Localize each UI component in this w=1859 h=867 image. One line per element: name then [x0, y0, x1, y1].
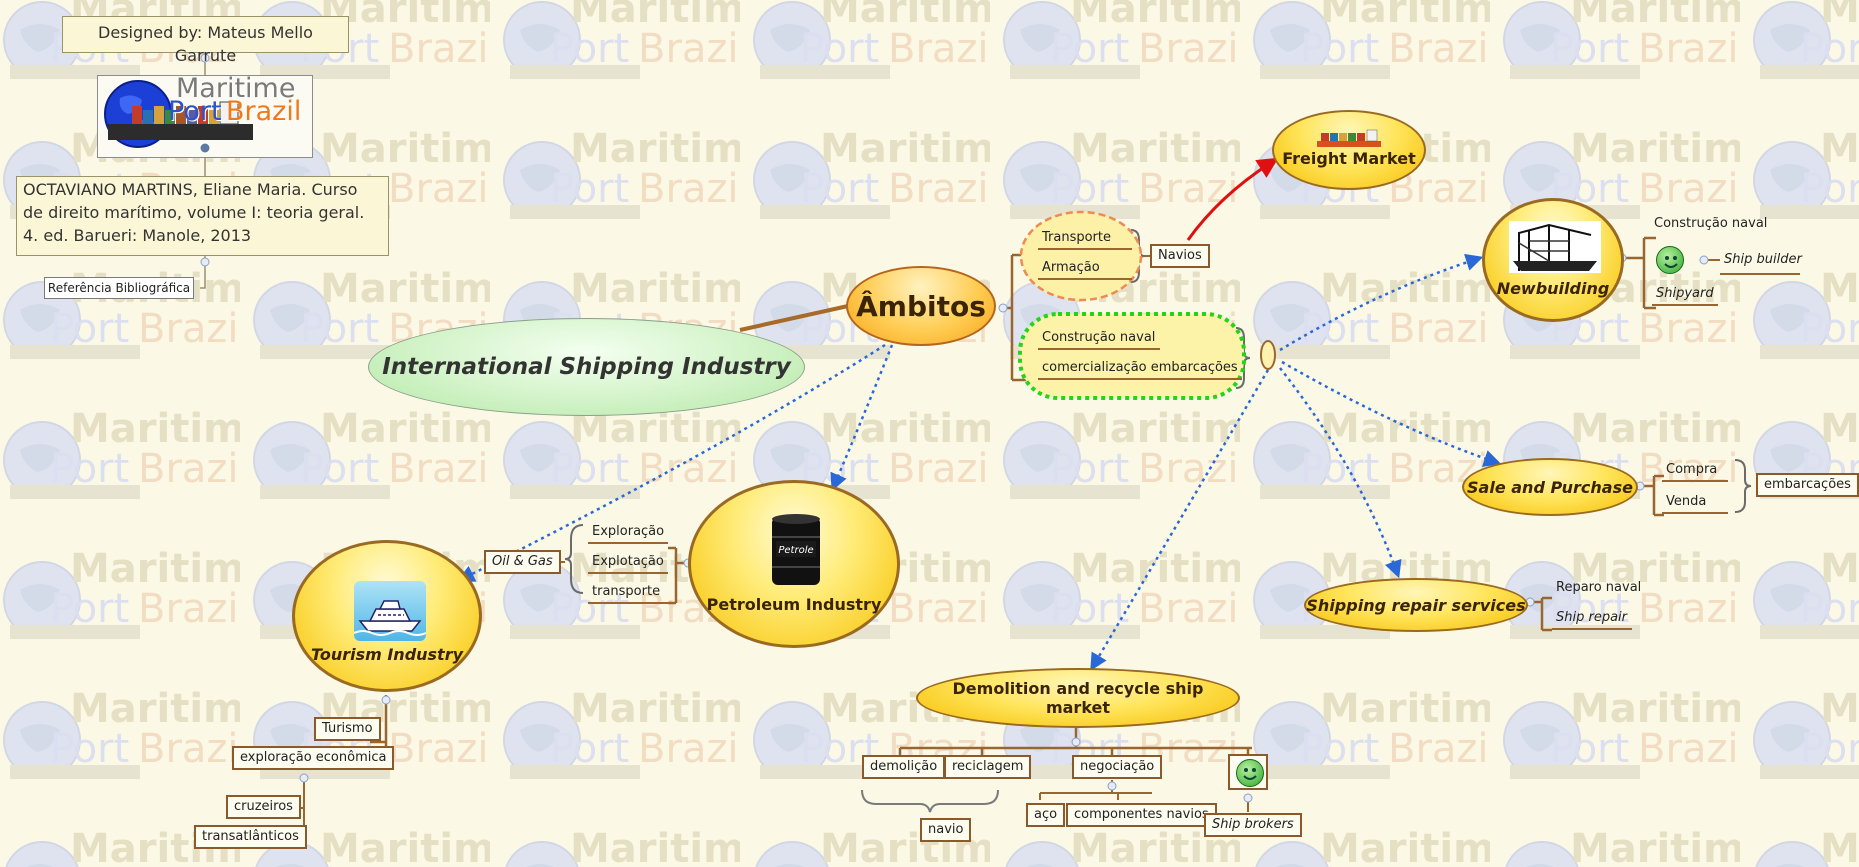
- sale-venda[interactable]: Venda: [1662, 494, 1728, 514]
- maritime-port-brazil-logo: Maritime Port Brazil: [97, 73, 313, 158]
- turismo-tag[interactable]: Turismo: [314, 717, 381, 741]
- central-topic[interactable]: International Shipping Industry: [368, 318, 805, 416]
- aco-tag[interactable]: aço: [1026, 803, 1066, 827]
- smiley-icon: [1236, 759, 1264, 787]
- sale-compra[interactable]: Compra: [1662, 462, 1728, 482]
- navios-tag[interactable]: Navios: [1150, 244, 1210, 268]
- newbuilding-title: Newbuilding: [1496, 279, 1610, 298]
- ambitos-armacao[interactable]: Armação: [1038, 260, 1132, 280]
- oil-barrel-icon: Petrole: [772, 514, 820, 585]
- cruzeiros-tag[interactable]: cruzeiros: [226, 795, 301, 819]
- embarcacoes-tag[interactable]: embarcações: [1756, 473, 1859, 497]
- green-cloud-boundary: [1018, 312, 1246, 400]
- salmon-cloud-boundary: [1019, 210, 1143, 302]
- shipping-repair-title: Shipping repair services: [1306, 595, 1526, 615]
- tourism-node[interactable]: Tourism Industry: [292, 540, 482, 692]
- ambitos-node[interactable]: Âmbitos: [846, 266, 996, 346]
- repair-reparo-naval[interactable]: Reparo naval: [1556, 580, 1642, 595]
- barrel-label: Petrole: [778, 545, 813, 556]
- demolicao-tag[interactable]: demolição: [862, 755, 946, 779]
- smiley-icon: [1656, 246, 1684, 274]
- demolition-node[interactable]: Demolition and recycle ship market: [916, 668, 1240, 728]
- petroleum-exploracao[interactable]: Exploração: [588, 524, 668, 544]
- bibliographic-reference-note[interactable]: OCTAVIANO MARTINS, Eliane Maria. Curso d…: [16, 176, 389, 256]
- negociacao-tag[interactable]: negociação: [1072, 755, 1163, 779]
- freight-market-node[interactable]: Freight Market: [1272, 110, 1426, 190]
- navio-tag[interactable]: navio: [920, 818, 972, 842]
- repair-ship-repair[interactable]: Ship repair: [1552, 610, 1632, 630]
- ambitos-title: Âmbitos: [856, 289, 986, 323]
- oil-gas-tag[interactable]: Oil & Gas: [484, 550, 561, 574]
- ambitos-construcao-naval[interactable]: Construção naval: [1038, 330, 1160, 350]
- cruise-ship-icon: [353, 581, 427, 641]
- ambitos-comercializacao[interactable]: comercialização embarcações: [1038, 360, 1242, 380]
- ship-brokers-tag[interactable]: Ship brokers: [1204, 813, 1302, 837]
- newbuilding-construcao-naval[interactable]: Construção naval: [1654, 216, 1768, 231]
- newbuilding-ship-builder[interactable]: Ship builder: [1724, 252, 1802, 267]
- smiley-frame: [1228, 754, 1268, 790]
- globe-ship-icon: [104, 80, 253, 154]
- logo-text-port: Port: [168, 96, 222, 127]
- logo-text-brazil: Brazil: [226, 96, 302, 127]
- petroleum-title: Petroleum Industry: [706, 595, 882, 614]
- shipyard-crane-icon: [1509, 221, 1601, 273]
- grouping-knob[interactable]: [1260, 340, 1276, 370]
- freight-market-title: Freight Market: [1282, 148, 1416, 168]
- reciclagem-tag[interactable]: reciclagem: [944, 755, 1032, 779]
- petroleum-explotacao[interactable]: Explotação: [588, 554, 668, 574]
- reference-label[interactable]: Referência Bibliográfica: [44, 277, 194, 299]
- central-topic-title: International Shipping Industry: [382, 354, 791, 380]
- newbuilding-node[interactable]: Newbuilding: [1482, 198, 1624, 322]
- sale-purchase-node[interactable]: Sale and Purchase: [1462, 458, 1638, 516]
- cargo-ship-icon: [1317, 129, 1381, 147]
- shipping-repair-node[interactable]: Shipping repair services: [1304, 578, 1528, 632]
- logo-text-maritime: Maritime: [176, 73, 296, 104]
- petroleum-node[interactable]: Petrole Petroleum Industry: [688, 480, 900, 648]
- sale-purchase-title: Sale and Purchase: [1467, 477, 1633, 497]
- petroleum-transporte[interactable]: transporte: [588, 584, 668, 604]
- exploracao-economica-tag[interactable]: exploração econômica: [232, 746, 395, 770]
- transatlanticos-tag[interactable]: transatlânticos: [194, 825, 307, 849]
- newbuilding-shipyard[interactable]: Shipyard: [1652, 286, 1718, 306]
- componentes-navios-tag[interactable]: componentes navios: [1066, 803, 1217, 827]
- ambitos-transporte[interactable]: Transporte: [1038, 230, 1132, 250]
- tourism-title: Tourism Industry: [310, 645, 464, 664]
- designer-note[interactable]: Designed by: Mateus Mello Garrute: [62, 16, 349, 65]
- demolition-title: Demolition and recycle ship market: [952, 679, 1204, 717]
